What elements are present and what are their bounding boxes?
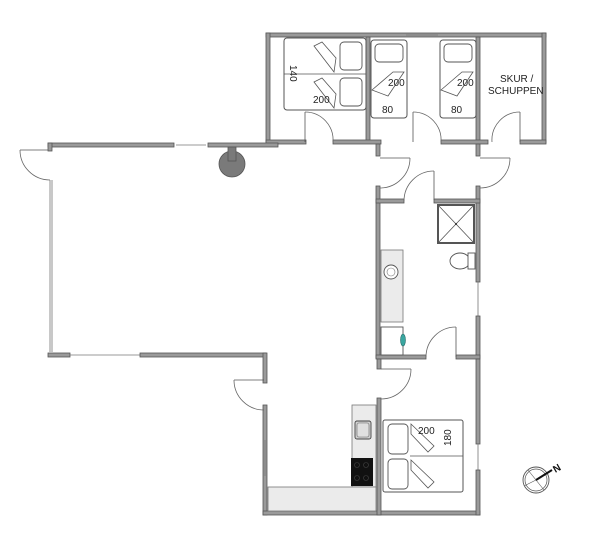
bed-length-label: 200	[457, 78, 474, 89]
bed-width-label: 80	[451, 105, 463, 116]
kitchen-side-door[interactable]	[233, 379, 265, 411]
bed-length-label: 200	[313, 95, 330, 106]
hall-door-right[interactable]	[479, 157, 511, 189]
living-area-walls	[47, 142, 279, 384]
bedroom-1-bed: 140 200	[283, 37, 367, 111]
hall-bath-walls	[375, 143, 481, 360]
bathroom-door-top[interactable]	[403, 170, 435, 202]
fireplace-stove	[218, 146, 246, 178]
washing-machine	[380, 326, 406, 356]
shed-door[interactable]	[491, 111, 521, 143]
bedroom-1-door[interactable]	[304, 111, 334, 143]
bedroom-3-bed: 200 80	[439, 39, 477, 119]
toilet	[449, 252, 476, 270]
bed-width-label: 80	[382, 105, 394, 116]
bedroom-4-bed: 200 180	[382, 419, 464, 493]
bedroom-4-door[interactable]	[380, 368, 412, 400]
bathroom-door-bottom[interactable]	[425, 326, 457, 358]
bedroom-2-bed: 200 80	[370, 39, 408, 119]
shed: SKUR / SCHUPPEN	[488, 74, 544, 97]
bed-length-label: 200	[418, 426, 435, 437]
hall-door-left[interactable]	[379, 157, 411, 189]
bed-width-label: 180	[443, 429, 454, 446]
kitchen-counter	[267, 404, 377, 512]
shower	[437, 204, 475, 244]
compass-north-icon: N	[522, 462, 563, 494]
bedroom-2-door[interactable]	[412, 111, 442, 143]
left-entry-door[interactable]	[19, 149, 51, 181]
shed-label-line2: SCHUPPEN	[488, 86, 544, 97]
shed-label-line1: SKUR /	[500, 74, 534, 85]
vanity-sink	[380, 249, 404, 323]
bed-width-label: 140	[287, 65, 298, 82]
bed-length-label: 200	[388, 78, 405, 89]
compass-north-label: N	[551, 462, 563, 475]
